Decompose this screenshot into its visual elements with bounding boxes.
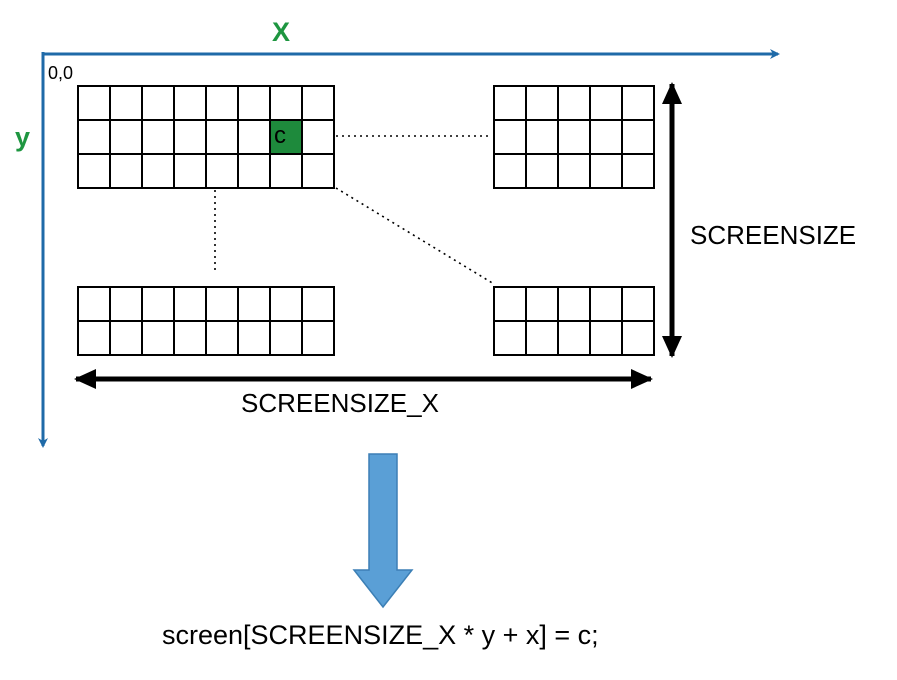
grid-cell — [589, 286, 623, 322]
grid-cell — [301, 119, 335, 155]
down-arrow — [352, 453, 414, 609]
grid-cell — [173, 320, 207, 356]
dotted-line-diagonal — [335, 187, 495, 285]
grid-cell — [173, 85, 207, 121]
grid-bottom-right — [493, 286, 655, 356]
grid-cell — [173, 286, 207, 322]
grid-cell — [77, 119, 111, 155]
grid-cell — [557, 286, 591, 322]
grid-cell — [301, 153, 335, 189]
grid-cell — [493, 286, 527, 322]
grid-cell — [237, 85, 271, 121]
grid-cell — [621, 320, 655, 356]
grid-cell — [77, 85, 111, 121]
screensize-label: SCREENSIZE — [690, 220, 857, 250]
grid-cell — [589, 320, 623, 356]
grid-cell — [493, 119, 527, 155]
grid-cell — [205, 119, 239, 155]
grid-cell — [109, 286, 143, 322]
grid-cell — [205, 320, 239, 356]
grid-bottom-left — [77, 286, 335, 356]
grid-cell — [589, 85, 623, 121]
grid-cell — [109, 85, 143, 121]
grid-top-left — [77, 85, 335, 189]
grid-cell — [589, 153, 623, 189]
grid-cell — [205, 85, 239, 121]
grid-cell — [301, 286, 335, 322]
grid-cell — [237, 153, 271, 189]
grid-cell — [301, 85, 335, 121]
grid-cell — [141, 153, 175, 189]
grid-cell — [493, 153, 527, 189]
grid-cell — [173, 119, 207, 155]
grid-cell — [557, 153, 591, 189]
grid-cell — [621, 286, 655, 322]
grid-cell — [621, 119, 655, 155]
grid-cell — [557, 320, 591, 356]
highlighted-cell-label: c — [274, 122, 286, 149]
origin-label: 0,0 — [48, 63, 74, 83]
grid-cell — [557, 119, 591, 155]
grid-cell — [269, 153, 303, 189]
grid-cell — [237, 320, 271, 356]
grid-cell — [109, 119, 143, 155]
grid-cell — [141, 286, 175, 322]
grid-cell — [205, 286, 239, 322]
grid-cell — [109, 153, 143, 189]
grid-cell — [77, 286, 111, 322]
grid-cell — [205, 153, 239, 189]
grid-cell — [493, 320, 527, 356]
y-axis-label: y — [15, 122, 31, 152]
grid-cell — [525, 320, 559, 356]
grid-cell — [77, 153, 111, 189]
grid-cell — [621, 85, 655, 121]
formula-text: screen[SCREENSIZE_X * y + x] = c; — [162, 620, 599, 650]
grid-cell — [301, 320, 335, 356]
grid-cell — [525, 85, 559, 121]
grid-cell — [269, 85, 303, 121]
grid-cell — [525, 286, 559, 322]
grid-cell — [141, 119, 175, 155]
grid-cell — [109, 320, 143, 356]
grid-cell — [237, 119, 271, 155]
grid-cell — [557, 85, 591, 121]
grid-cell — [173, 153, 207, 189]
grid-cell — [269, 286, 303, 322]
grid-cell — [525, 153, 559, 189]
grid-cell — [269, 320, 303, 356]
grid-cell — [493, 85, 527, 121]
grid-cell — [237, 286, 271, 322]
grid-top-right — [493, 85, 655, 189]
grid-cell — [589, 119, 623, 155]
grid-cell — [621, 153, 655, 189]
grid-cell — [141, 85, 175, 121]
grid-cell — [525, 119, 559, 155]
grid-cell — [77, 320, 111, 356]
grid-cell — [141, 320, 175, 356]
screensize-x-label: SCREENSIZE_X — [241, 388, 439, 418]
x-axis-label: X — [272, 17, 291, 47]
